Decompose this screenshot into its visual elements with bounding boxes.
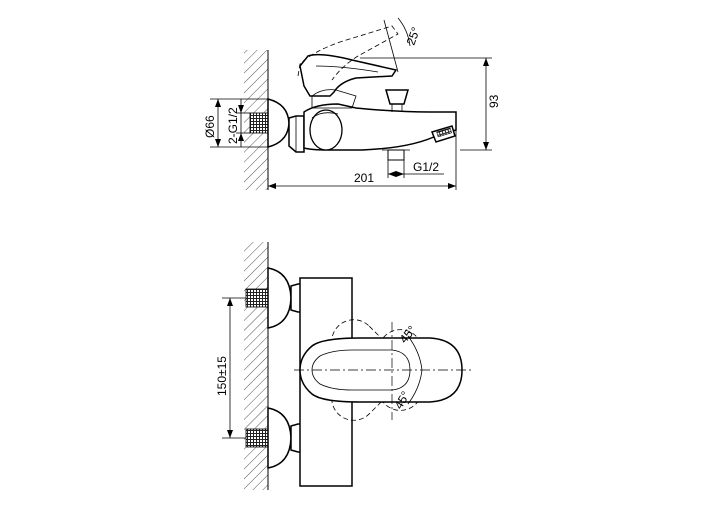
angle-25-label: 25° <box>404 25 423 47</box>
spacing-label: 150±15 <box>215 356 229 396</box>
wall-hatch-bottom <box>244 242 268 490</box>
length-201-label: 201 <box>354 171 374 185</box>
lower-escutcheon <box>267 407 292 469</box>
bottom-outlet <box>387 149 405 161</box>
upper-inlet-thread <box>245 288 269 308</box>
front-view: 45° 45° 150±15 <box>215 242 472 490</box>
diameter-66-label: Ø66 <box>203 115 217 138</box>
lever-handle <box>299 53 398 97</box>
inlet-thread <box>249 112 269 134</box>
handle-hub <box>309 109 343 151</box>
thread-outlet-label: G1/2 <box>413 160 439 174</box>
thread-inlet-label: 2-G1/2 <box>226 107 240 144</box>
diverter-knob <box>385 89 409 105</box>
escutcheon <box>267 98 290 148</box>
lever-handle-open-ghost <box>297 25 399 81</box>
side-view: 25° 93 Ø66 2-G1/2 201 G1/2 <box>203 17 501 190</box>
connector-nut <box>288 115 305 153</box>
lower-inlet-thread <box>245 428 269 448</box>
height-93-label: 93 <box>487 94 501 108</box>
upper-escutcheon <box>267 267 292 329</box>
